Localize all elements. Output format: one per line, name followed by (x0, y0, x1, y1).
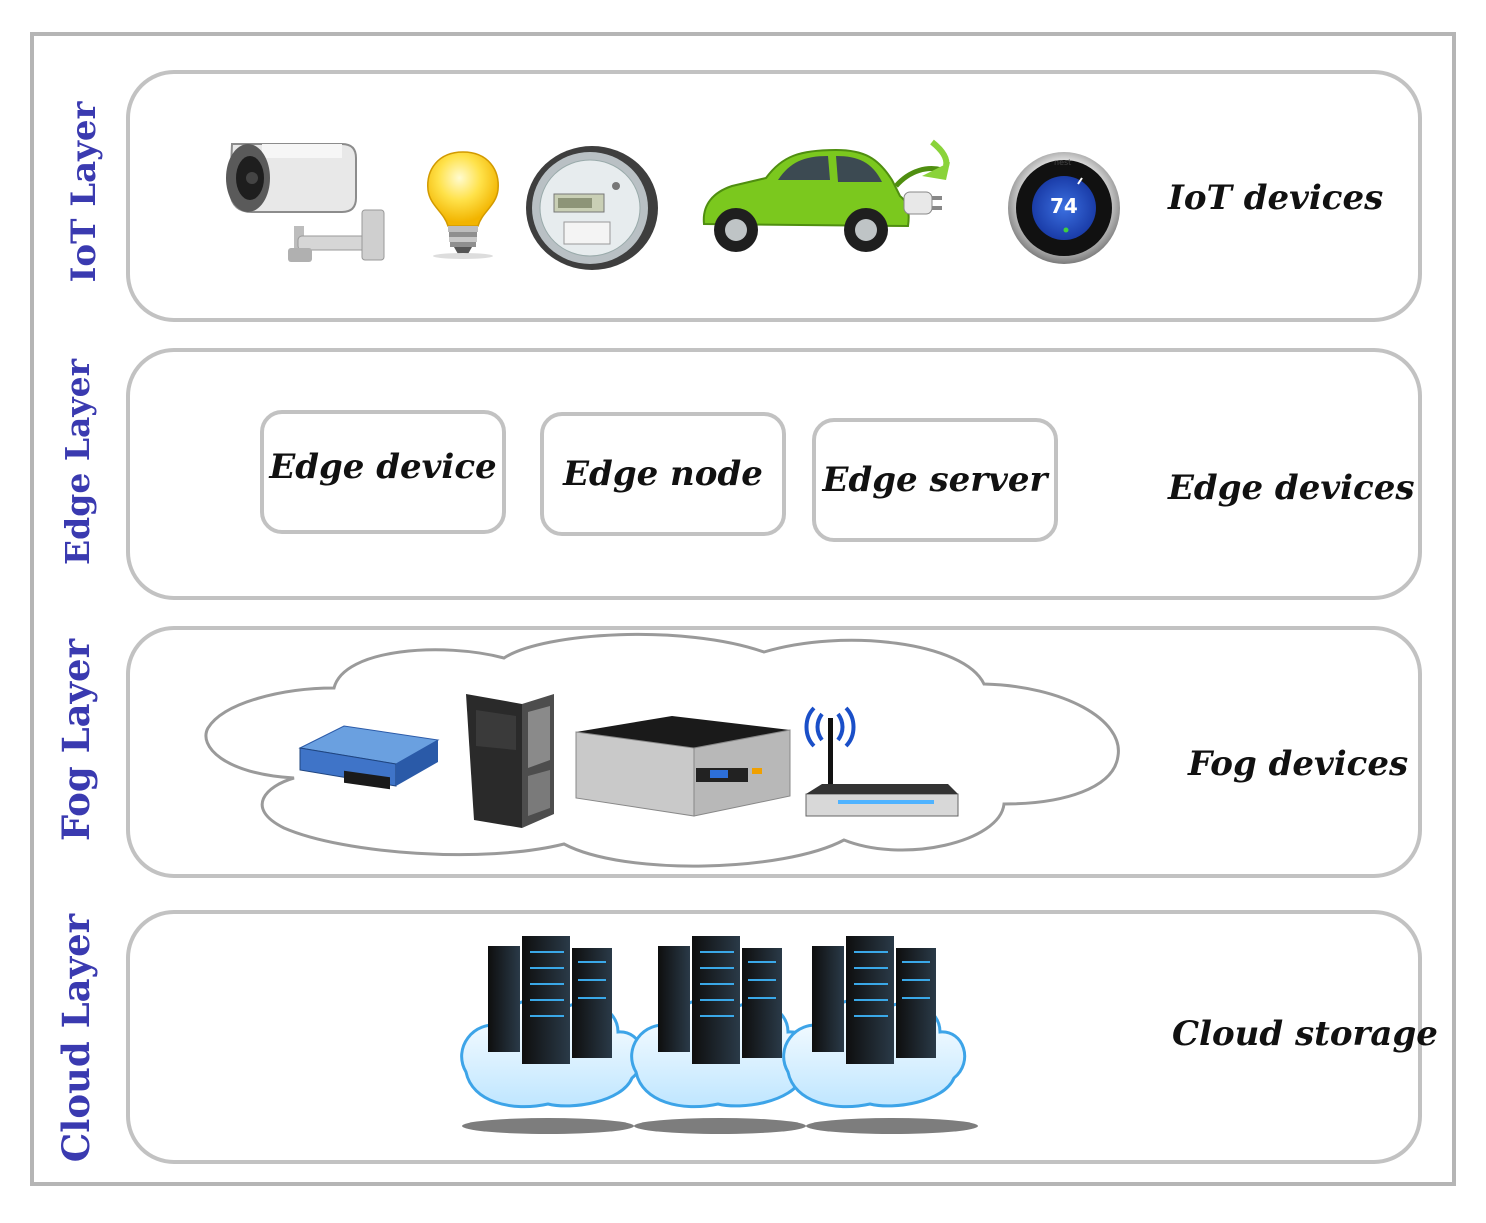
electric-car-icon (702, 139, 950, 252)
edge-device-box: Edge device (260, 410, 506, 534)
fog-devices-label: Fog devices (1188, 744, 1409, 784)
wifi-router-icon (804, 706, 959, 817)
edge-layer-label: Edge Layer (58, 359, 97, 565)
iot-devices-label: IoT devices (1168, 178, 1384, 218)
edge-node-box: Edge node (540, 412, 786, 536)
smart-meter-icon (526, 146, 658, 270)
thermostat-reading: 74 (1050, 194, 1078, 218)
edge-devices-label: Edge devices (1168, 468, 1415, 508)
mini-pc-icon (575, 716, 791, 817)
thermostat-icon: nest 74 (1004, 150, 1124, 270)
cloud-storage-icon (460, 936, 978, 1134)
diagram-frame (30, 32, 1456, 1186)
thermostat-brand: nest (1054, 158, 1072, 167)
network-switch-icon (298, 725, 440, 790)
edge-server-box: Edge server (812, 418, 1058, 542)
cloud-storage-label: Cloud storage (1172, 1014, 1438, 1054)
fog-layer-label: Fog Layer (54, 638, 98, 842)
light-bulb-icon (427, 151, 499, 259)
security-camera-icon (226, 143, 385, 262)
cloud-layer-label: Cloud Layer (54, 913, 98, 1163)
tower-server-icon (466, 694, 554, 828)
